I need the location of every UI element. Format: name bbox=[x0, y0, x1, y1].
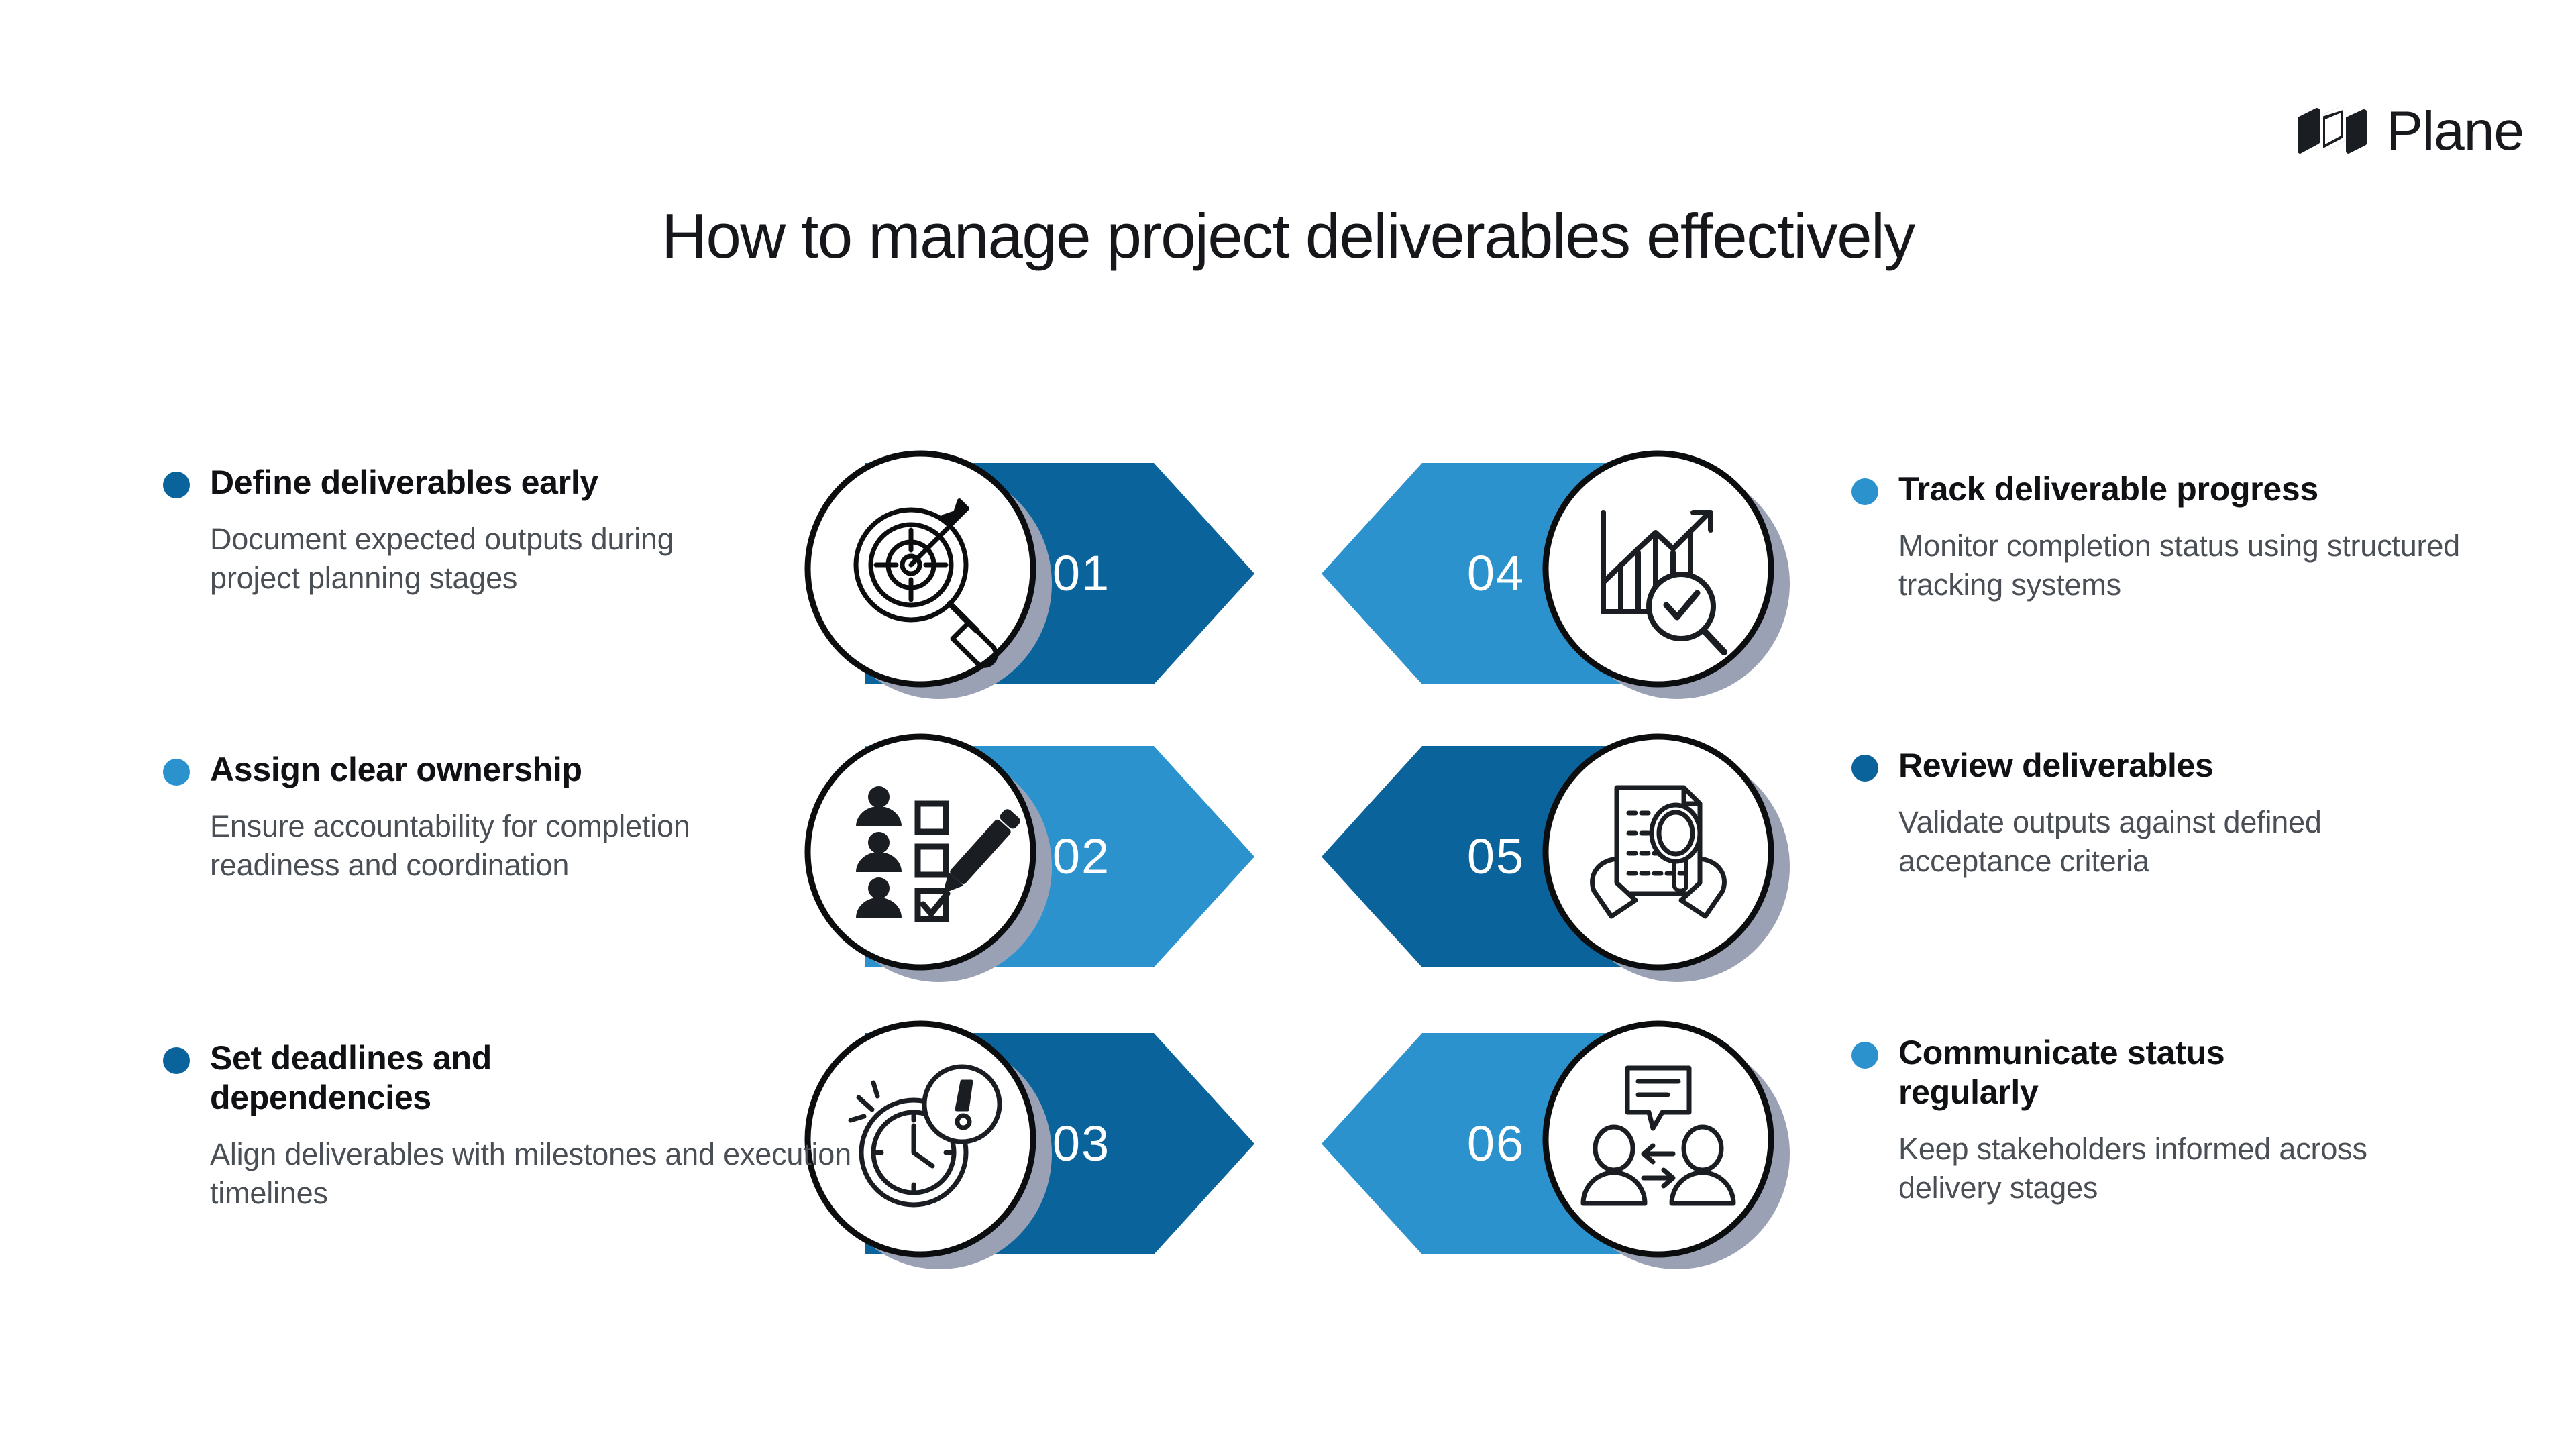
bullet-dot-icon bbox=[163, 472, 190, 498]
step-heading-row-02: Assign clear ownership bbox=[163, 750, 740, 790]
step-arrow-04 bbox=[1322, 463, 1711, 684]
step-heading-row-03: Set deadlines and dependencies bbox=[163, 1038, 854, 1118]
step-arrow-05 bbox=[1322, 746, 1711, 967]
step-number-06: 06 bbox=[1467, 1116, 1525, 1171]
target-magnifier-icon bbox=[853, 498, 998, 668]
step-heading-row-04: Track deliverable progress bbox=[1851, 470, 2475, 509]
step-heading-03: Set deadlines and dependencies bbox=[210, 1039, 492, 1116]
step-number-03: 03 bbox=[1053, 1116, 1110, 1171]
step-badge-01 bbox=[804, 450, 1052, 699]
step-arrow-01 bbox=[865, 463, 1254, 684]
step-heading-row-01: Define deliverables early bbox=[163, 463, 740, 502]
step-badge-06 bbox=[1542, 1020, 1790, 1269]
step-text-03: Set deadlines and dependencies Align del… bbox=[163, 1038, 854, 1212]
bar-chart-magnifier-check-icon bbox=[1601, 510, 1727, 655]
step-description-05: Validate outputs against defined accepta… bbox=[1898, 805, 2322, 878]
step-text-02: Assign clear ownership Ensure accountabi… bbox=[163, 750, 740, 884]
bullet-dot-icon bbox=[1851, 755, 1878, 782]
step-description-02: Ensure accountability for completion rea… bbox=[210, 809, 690, 882]
hands-document-magnifier-icon bbox=[1590, 785, 1727, 919]
bullet-dot-icon bbox=[163, 759, 190, 786]
step-text-06: Communicate status regularly Keep stakeh… bbox=[1851, 1033, 2475, 1207]
step-description-06: Keep stakeholders informed across delive… bbox=[1898, 1132, 2367, 1205]
step-text-04: Track deliverable progress Monitor compl… bbox=[1851, 470, 2475, 604]
step-arrow-03 bbox=[865, 1033, 1254, 1254]
clock-alert-icon bbox=[848, 1064, 1002, 1208]
people-checklist-pencil-icon bbox=[856, 786, 1020, 922]
step-badge-04 bbox=[1542, 450, 1790, 699]
brand-name: Plane bbox=[2386, 101, 2524, 162]
step-number-04: 04 bbox=[1467, 545, 1525, 601]
step-heading-04: Track deliverable progress bbox=[1898, 470, 2318, 508]
step-text-05: Review deliverables Validate outputs aga… bbox=[1851, 746, 2475, 880]
bullet-dot-icon bbox=[1851, 1042, 1878, 1069]
step-heading-01: Define deliverables early bbox=[210, 464, 598, 501]
step-arrow-02 bbox=[865, 746, 1254, 967]
step-description-04: Monitor completion status using structur… bbox=[1898, 529, 2460, 602]
step-heading-row-06: Communicate status regularly bbox=[1851, 1033, 2475, 1112]
step-number-01: 01 bbox=[1053, 545, 1110, 601]
step-description-03: Align deliverables with milestones and e… bbox=[210, 1137, 851, 1210]
step-description-01: Document expected outputs during project… bbox=[210, 522, 674, 595]
page-title: How to manage project deliverables effec… bbox=[661, 201, 1915, 271]
step-heading-06: Communicate status regularly bbox=[1898, 1034, 2225, 1111]
step-badge-05 bbox=[1542, 733, 1790, 982]
people-exchange-chat-icon bbox=[1580, 1065, 1736, 1206]
brand-logo: Plane bbox=[2296, 104, 2524, 159]
step-number-05: 05 bbox=[1467, 828, 1525, 884]
step-badge-02 bbox=[804, 733, 1052, 982]
step-heading-05: Review deliverables bbox=[1898, 747, 2214, 784]
bullet-dot-icon bbox=[163, 1047, 190, 1074]
step-text-01: Define deliverables early Document expec… bbox=[163, 463, 740, 597]
plane-logo-icon bbox=[2298, 106, 2368, 154]
step-number-02: 02 bbox=[1053, 828, 1110, 884]
step-heading-row-05: Review deliverables bbox=[1851, 746, 2475, 786]
step-arrow-06 bbox=[1322, 1033, 1711, 1254]
bullet-dot-icon bbox=[1851, 478, 1878, 505]
step-heading-02: Assign clear ownership bbox=[210, 751, 582, 788]
